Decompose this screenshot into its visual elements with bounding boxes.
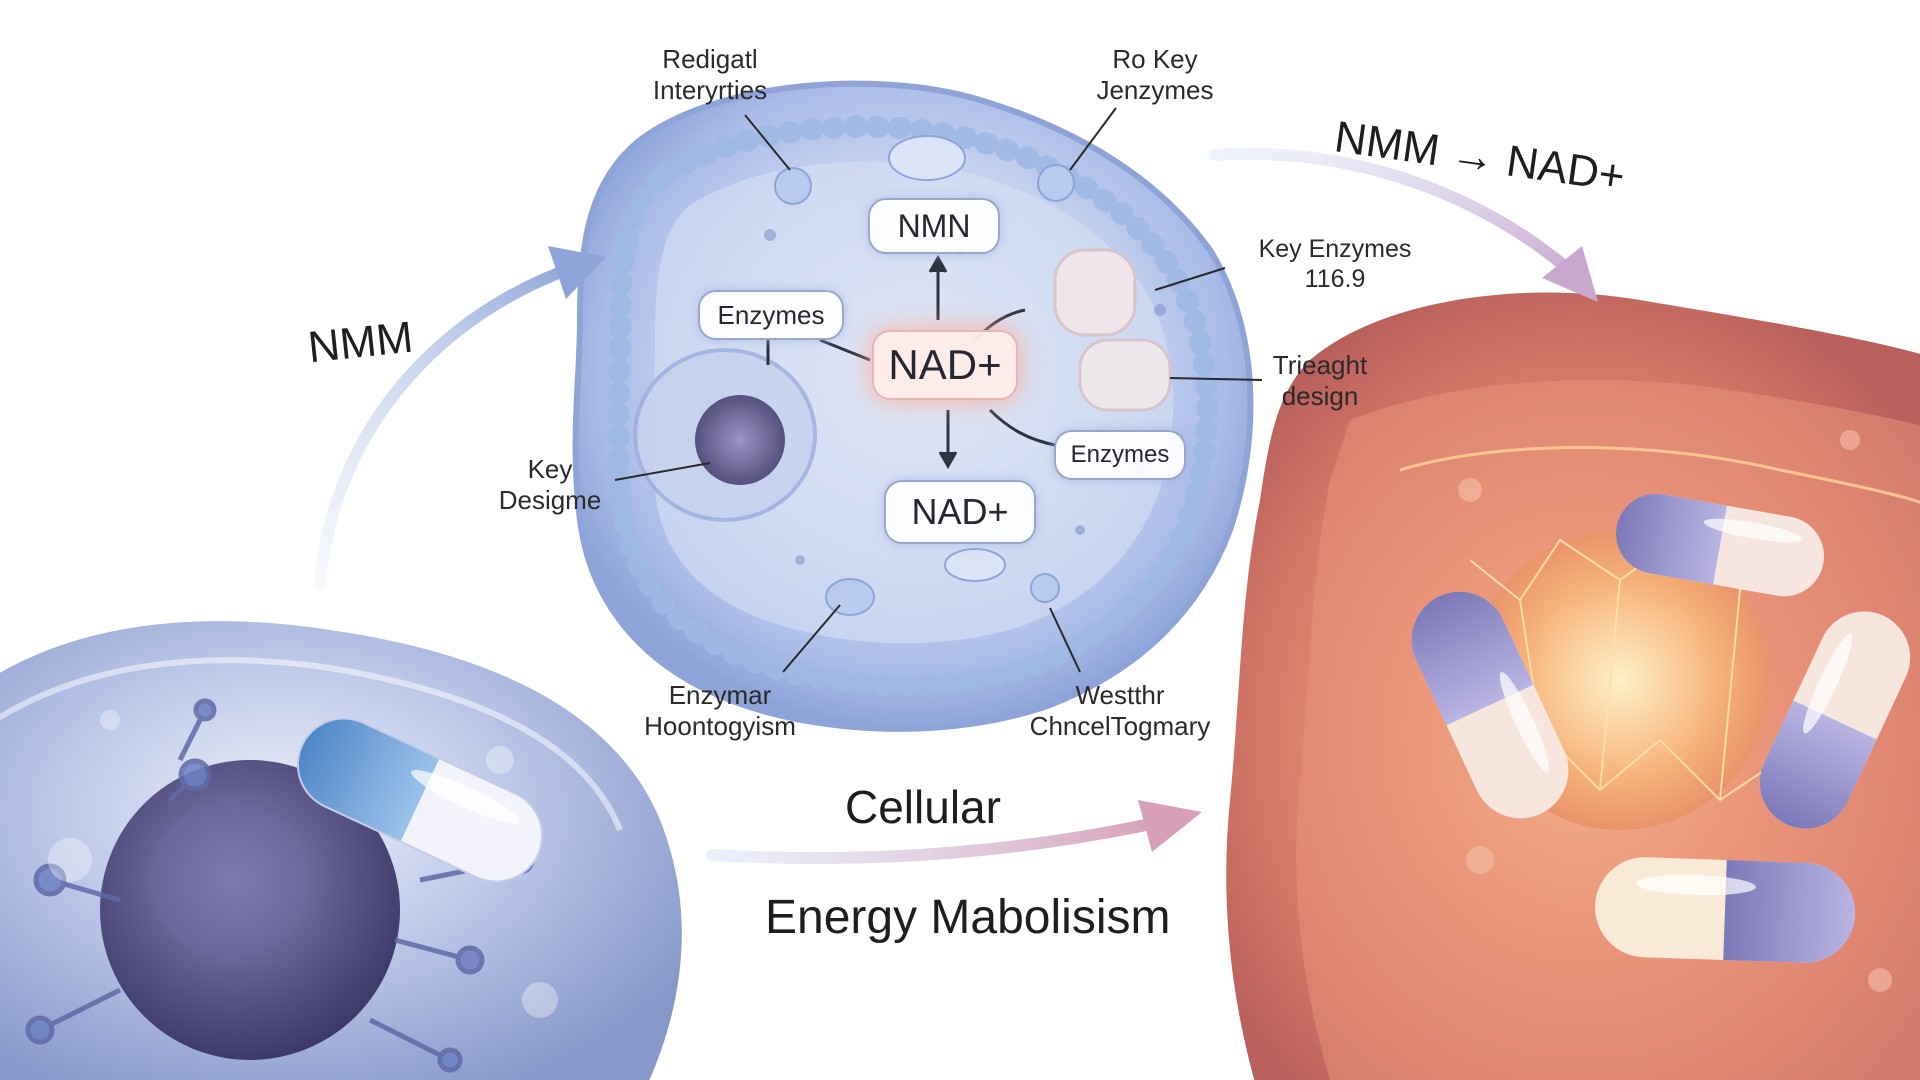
cell-nucleus-icon <box>100 760 400 1060</box>
callout-right-mid-line1: Trieaght <box>1272 350 1368 380</box>
left-cell <box>0 621 682 1080</box>
arrow-left-up <box>314 246 606 591</box>
callout-right-mid: Trieaght design <box>1250 350 1390 412</box>
callout-right-mid-line2: design <box>1281 381 1359 412</box>
callout-bottom-left: Enzymar Hoontogyism <box>620 680 820 742</box>
callout-left-mid-line1: Key <box>527 454 573 484</box>
callout-top-right: Ro Key Jenzymes <box>1075 44 1235 106</box>
capsule-icon <box>1615 493 1825 597</box>
arrow-bottom <box>706 800 1202 865</box>
capsule-icon <box>1595 857 1855 963</box>
node-nad-center: NAD+ <box>872 330 1018 400</box>
node-enzymes-right: Enzymes <box>1054 430 1186 480</box>
callout-top-right-line2: Jenzymes <box>1096 75 1214 106</box>
mitochondria-icon <box>1053 248 1172 412</box>
callout-right-upper: Key Enzymes 116.9 <box>1240 234 1430 294</box>
capsule-icon <box>1759 611 1911 829</box>
right-cell <box>1226 292 1920 1080</box>
node-enzymes-left: Enzymes <box>698 290 844 340</box>
flow-label-bottom-line2: Energy Mabolisism <box>765 891 1171 944</box>
flow-arrows <box>766 254 1056 470</box>
arrow-top-right <box>1209 147 1598 302</box>
callout-bottom-right-line2: ChncelTogmary <box>1029 711 1211 742</box>
capsule-icon <box>296 717 544 883</box>
center-cell <box>572 80 1254 732</box>
vesicle-icon <box>774 135 1075 616</box>
capsule-icon <box>1411 591 1569 819</box>
callout-right-upper-line2: 116.9 <box>1304 265 1366 293</box>
callout-bottom-right-line1: Westthr <box>1075 680 1165 710</box>
callout-left-mid: Key Desigme <box>480 454 620 516</box>
callout-right-upper-line1: Key Enzymes <box>1258 235 1412 263</box>
flow-label-bottom-line1: Cellular <box>845 781 1001 833</box>
callout-top-left-line2: Interyrties <box>652 75 768 106</box>
node-nad-bottom: NAD+ <box>884 480 1036 544</box>
callout-left-mid-line2: Desigme <box>498 485 602 516</box>
cell-nucleus-icon <box>695 395 785 485</box>
callout-lines <box>614 107 1263 673</box>
callout-bottom-left-line2: Hoontogyism <box>644 711 796 742</box>
callout-bottom-right: Westthr ChncelTogmary <box>1010 680 1230 742</box>
callout-top-left: Redigatl Interyrties <box>630 44 790 106</box>
callout-top-right-line1: Ro Key <box>1112 44 1198 74</box>
callout-top-left-line1: Redigatl <box>662 44 758 74</box>
callout-bottom-left-line1: Enzymar <box>668 680 772 710</box>
node-nmn: NMN <box>868 198 1000 254</box>
